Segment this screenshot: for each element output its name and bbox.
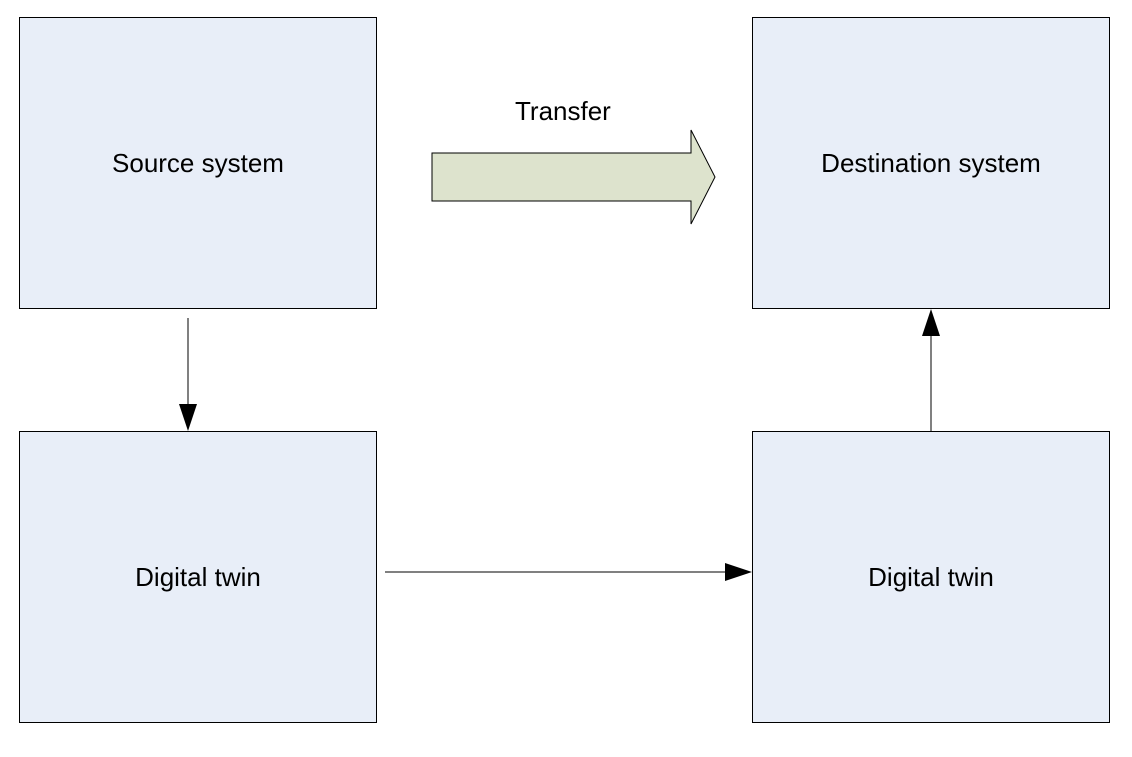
source-to-twin-arrowhead xyxy=(179,404,197,431)
twin-to-twin-arrowhead xyxy=(725,563,752,581)
transfer-label: Transfer xyxy=(515,96,611,126)
digital-twin-right-box: Digital twin xyxy=(752,431,1110,723)
transfer-arrow xyxy=(431,129,716,225)
source-system-box: Source system xyxy=(19,17,377,309)
source-system-label: Source system xyxy=(112,147,284,178)
digital-twin-right-label: Digital twin xyxy=(868,561,994,592)
digital-twin-left-label: Digital twin xyxy=(135,561,261,592)
destination-system-label: Destination system xyxy=(821,147,1041,178)
destination-system-box: Destination system xyxy=(752,17,1110,309)
twin-to-destination-arrowhead xyxy=(922,309,940,336)
digital-twin-left-box: Digital twin xyxy=(19,431,377,723)
